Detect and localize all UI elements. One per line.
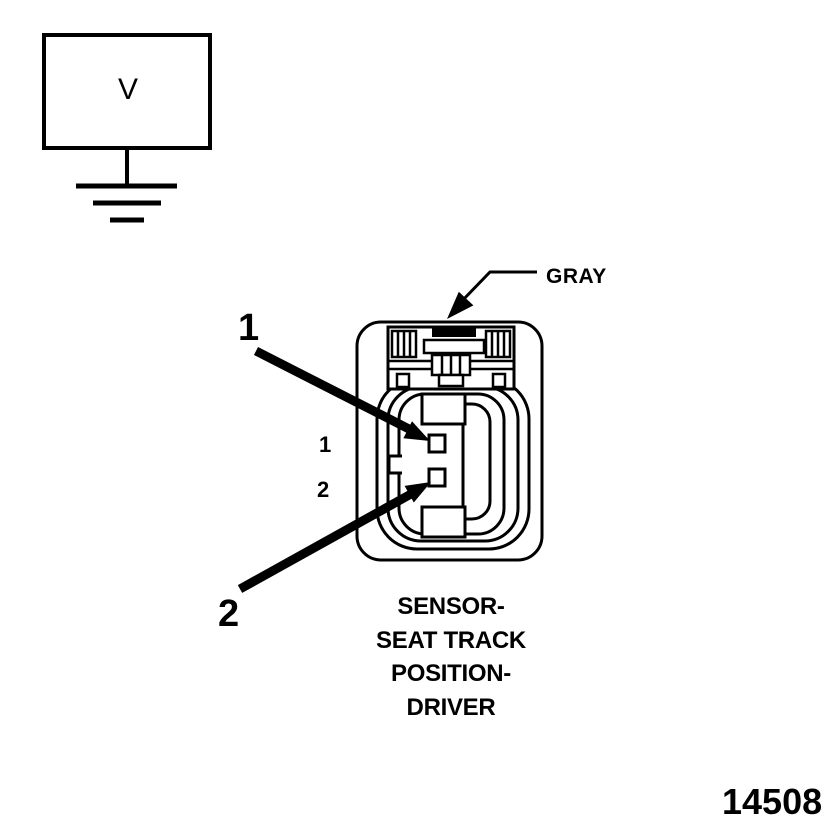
ground-icon (76, 183, 177, 223)
connector-latch (386, 325, 516, 391)
latch-center-comb (430, 353, 472, 388)
latch-lock-bar (432, 327, 476, 337)
connector-color-label: GRAY (546, 265, 607, 288)
latch-foot-right (491, 372, 507, 389)
connector-drawing (355, 320, 544, 562)
terminal-housing-spine (461, 402, 492, 521)
terminal-housing-bottom-arm (420, 505, 467, 539)
connector-name-line-3: POSITION- (391, 660, 511, 687)
connector-name-line-1: SENSOR- (397, 593, 505, 620)
terminal-2-arrow-shaft (237, 490, 414, 593)
latch-window (422, 338, 486, 355)
connector-name-line-4: DRIVER (406, 693, 496, 721)
terminal-pin-1 (427, 433, 447, 454)
voltmeter-box (42, 33, 212, 150)
connector-name-label: SENSOR- SEAT TRACK POSITION- DRIVER (348, 590, 554, 724)
connector-name-line-2: SEAT TRACK (376, 626, 526, 654)
terminal-1-arrowhead-icon (403, 421, 430, 441)
terminal-1-callout-label: 1 (238, 307, 260, 349)
terminal-1-arrow-shaft (253, 346, 412, 434)
terminal-2-arrow (237, 482, 431, 593)
gray-leader-line (458, 270, 537, 305)
terminal-2-callout-label: 2 (218, 593, 240, 635)
connector-keyway-notch (387, 454, 402, 475)
terminal-2-arrowhead-icon (404, 482, 431, 503)
voltmeter-label: V (117, 73, 138, 106)
gray-arrowhead-icon (447, 291, 474, 319)
terminal-housing-top-arm (420, 392, 467, 426)
latch-hatch-right (484, 329, 512, 359)
gray-leader-arrow (447, 270, 537, 319)
terminal-pin-2 (427, 467, 447, 488)
terminal-1-arrow (253, 346, 430, 441)
latch-foot-left (395, 372, 411, 389)
figure-number: 14508 (722, 781, 823, 822)
cavity-number-2: 2 (317, 477, 330, 502)
cavity-number-1: 1 (319, 432, 332, 457)
latch-hatch-left (390, 329, 418, 359)
voltmeter-symbol (42, 33, 212, 185)
